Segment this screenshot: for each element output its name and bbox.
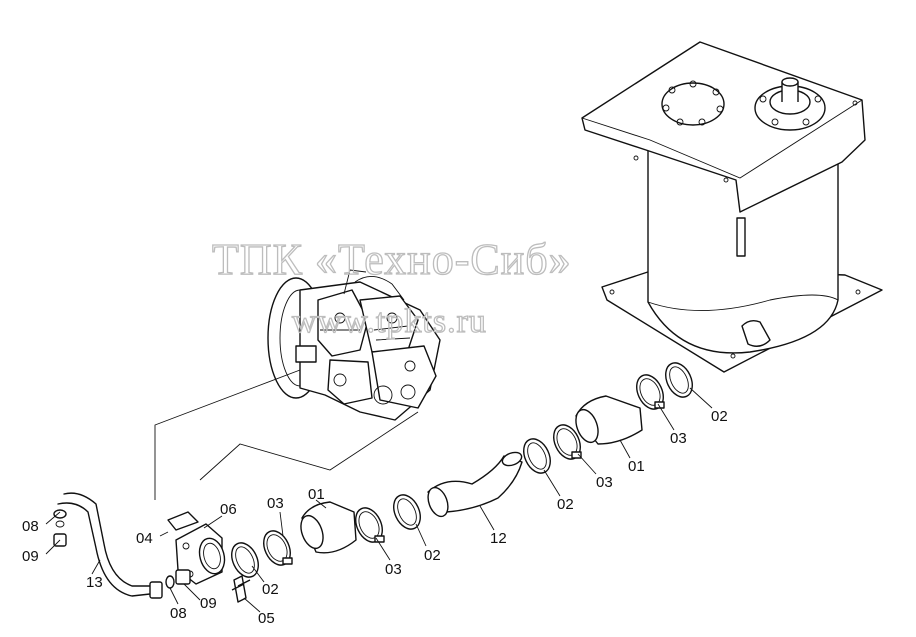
callout-02-a: 02 (711, 408, 728, 425)
callout-04: 04 (136, 530, 153, 547)
lower-clamp-chain (231, 494, 421, 578)
watermark-url: www.tpkts.ru (292, 303, 487, 340)
callout-01-b: 01 (308, 486, 325, 503)
curved-suction-tube (427, 451, 523, 518)
callout-09-a: 09 (22, 548, 39, 565)
callout-13: 13 (86, 574, 103, 591)
leader-lines (45, 387, 713, 613)
callout-02-c: 02 (424, 547, 441, 564)
callout-03-b: 03 (596, 474, 613, 491)
callout-08-a: 08 (22, 518, 39, 535)
pump-leader-line (154, 369, 301, 500)
callout-06: 06 (220, 501, 237, 518)
tank-cover-icon (661, 82, 725, 126)
return-hose (53, 492, 191, 599)
watermark-company: ТПК «Техно-Сиб» (212, 235, 572, 284)
callout-09-b: 09 (200, 595, 217, 612)
callout-labels: 02 03 01 03 02 12 02 03 01 03 06 04 02 0… (22, 408, 728, 627)
sight-gauge-icon (736, 217, 746, 257)
upper-clamp-chain (523, 362, 693, 474)
callout-03-d: 03 (267, 495, 284, 512)
callout-02-b: 02 (557, 496, 574, 513)
hydraulic-pump (267, 269, 441, 421)
callout-12: 12 (490, 530, 507, 547)
pump-leader-line-2 (199, 411, 419, 481)
callout-03-a: 03 (670, 430, 687, 447)
callout-08-b: 08 (170, 605, 187, 622)
elbow-flange (167, 511, 251, 603)
gasket-icon (167, 511, 199, 531)
callout-05: 05 (258, 610, 275, 627)
callout-01-a: 01 (628, 458, 645, 475)
callout-03-c: 03 (385, 561, 402, 578)
hydraulic-tank (581, 41, 883, 373)
callout-02-d: 02 (262, 581, 279, 598)
